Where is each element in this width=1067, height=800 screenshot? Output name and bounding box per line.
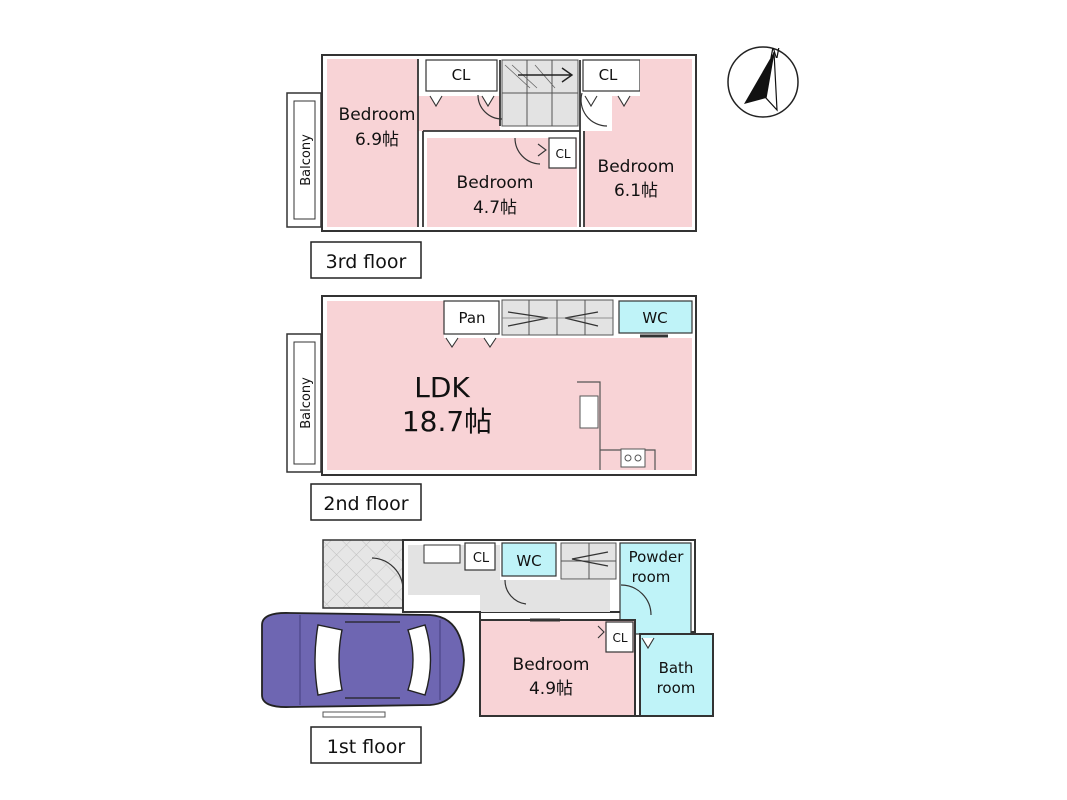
second-wc — [618, 300, 693, 334]
first-floor-plan: CL WC Powder room Bedroom 4.9帖 CL Bath r… — [322, 539, 714, 717]
first-powder-label-2: room — [632, 568, 671, 586]
third-closet-right-label: CL — [599, 66, 618, 84]
second-ldk-name: LDK — [414, 371, 470, 404]
first-powder-label-1: Powder — [629, 548, 685, 566]
third-bedroom-b-name: Bedroom — [457, 173, 534, 193]
parking-line — [322, 711, 386, 718]
third-closet-small-label: CL — [555, 147, 570, 161]
third-closet-small — [548, 137, 577, 169]
first-closet-hall-label: CL — [473, 551, 490, 566]
stove-icon — [620, 448, 646, 468]
first-floor-title: 1st floor — [327, 736, 406, 758]
second-wc-label: WC — [642, 309, 667, 327]
third-bedroom-6-1 — [584, 59, 692, 227]
car-icon — [261, 612, 465, 708]
first-floor-title-box — [310, 726, 422, 764]
third-floor-title-box — [310, 241, 422, 279]
compass-north-label: N — [770, 47, 780, 62]
third-bedroom-6-9 — [327, 59, 418, 227]
first-entrance — [322, 539, 404, 609]
second-ldk-size: 18.7帖 — [402, 405, 492, 438]
first-bath-room — [639, 633, 714, 717]
compass: N — [727, 46, 799, 118]
second-floor-title-box — [310, 483, 422, 521]
first-bath-label-2: room — [657, 679, 696, 697]
third-bedroom-a-size: 6.9帖 — [355, 130, 399, 150]
third-balcony-label: Balcony — [299, 134, 314, 186]
first-bath-label-1: Bath — [659, 659, 694, 677]
first-closet-bed-label: CL — [612, 631, 627, 645]
third-bedroom-a-name: Bedroom — [339, 105, 416, 125]
third-closet-left — [425, 59, 498, 92]
first-bedroom-name: Bedroom — [513, 655, 590, 675]
compass-needle-icon — [744, 52, 774, 104]
first-closet-hall — [464, 542, 496, 571]
third-closet-left-label: CL — [452, 66, 471, 84]
first-bedroom-size: 4.9帖 — [529, 679, 573, 699]
third-bedroom-c-size: 6.1帖 — [614, 181, 658, 201]
second-pantry — [443, 300, 500, 335]
second-balcony-label: Balcony — [299, 377, 314, 429]
third-floor-plan: CL CL CL Bedroom 6.9帖 Bedroom 4.7帖 Bedro… — [286, 54, 697, 232]
second-floor-title: 2nd floor — [323, 493, 408, 515]
first-closet-bed — [605, 621, 634, 653]
third-bedroom-c-name: Bedroom — [598, 157, 675, 177]
first-wc-label: WC — [516, 552, 541, 570]
third-bedroom-b-size: 4.7帖 — [473, 198, 517, 218]
second-pantry-label: Pan — [458, 309, 485, 327]
third-floor-title: 3rd floor — [326, 251, 407, 273]
first-wc — [501, 542, 557, 577]
second-floor-plan: Pan WC LDK 18.7帖 Balcony — [286, 295, 697, 476]
second-ldk-room — [327, 301, 692, 470]
